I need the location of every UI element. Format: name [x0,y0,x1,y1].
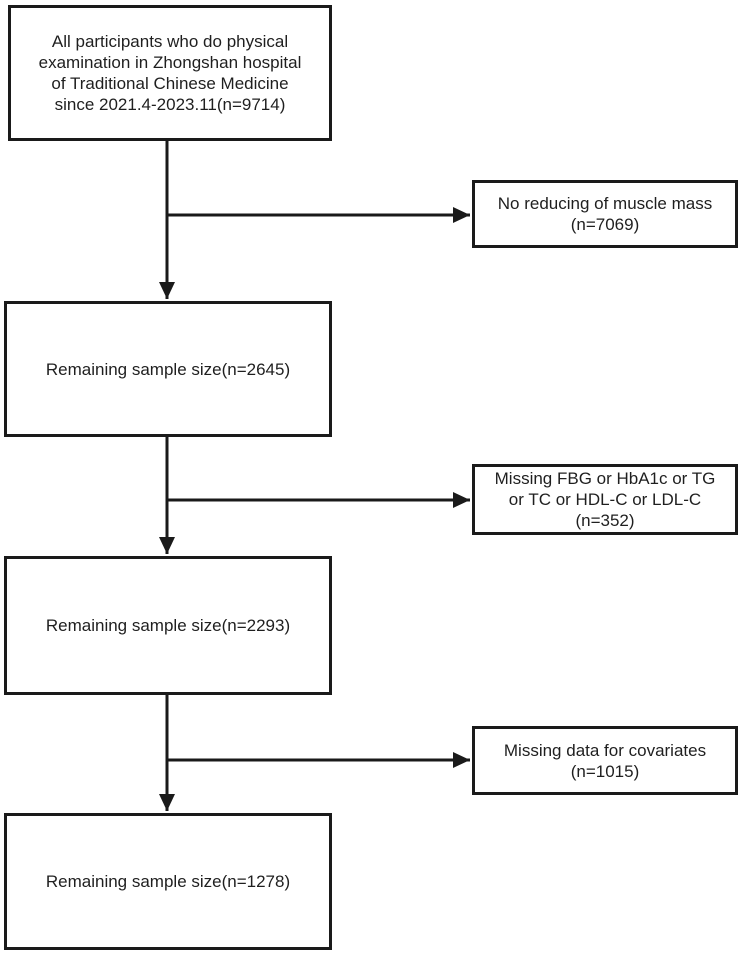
box-excluded-no-muscle-mass-reduction: No reducing of muscle mass (n=7069) [472,180,738,248]
box-remaining-sample-1-text: Remaining sample size(n=2645) [45,359,291,379]
box-excluded-missing-covariates-text: Missing data for covariates (n=1015) [503,740,707,781]
box-remaining-sample-2-text: Remaining sample size(n=2293) [45,616,291,635]
box-remaining-sample-3-text: Remaining sample size(n=1278) [45,872,291,891]
box-excluded-no-muscle-mass-reduction-text: No reducing of muscle mass (n=7069) [497,194,713,234]
box-excluded-missing-covariates: Missing data for covariates (n=1015) [472,726,738,795]
box-remaining-sample-3: Remaining sample size(n=1278) [4,813,332,950]
box-all-participants: All participants who do physical examina… [8,5,332,141]
box-excluded-missing-labs-text: Missing FBG or HbA1c or TG or TC or HDL-… [494,469,716,530]
box-all-participants-text: All participants who do physical examina… [38,32,302,114]
box-remaining-sample-1: Remaining sample size(n=2645) [4,301,332,437]
box-remaining-sample-2: Remaining sample size(n=2293) [4,556,332,695]
box-excluded-missing-labs: Missing FBG or HbA1c or TG or TC or HDL-… [472,464,738,535]
